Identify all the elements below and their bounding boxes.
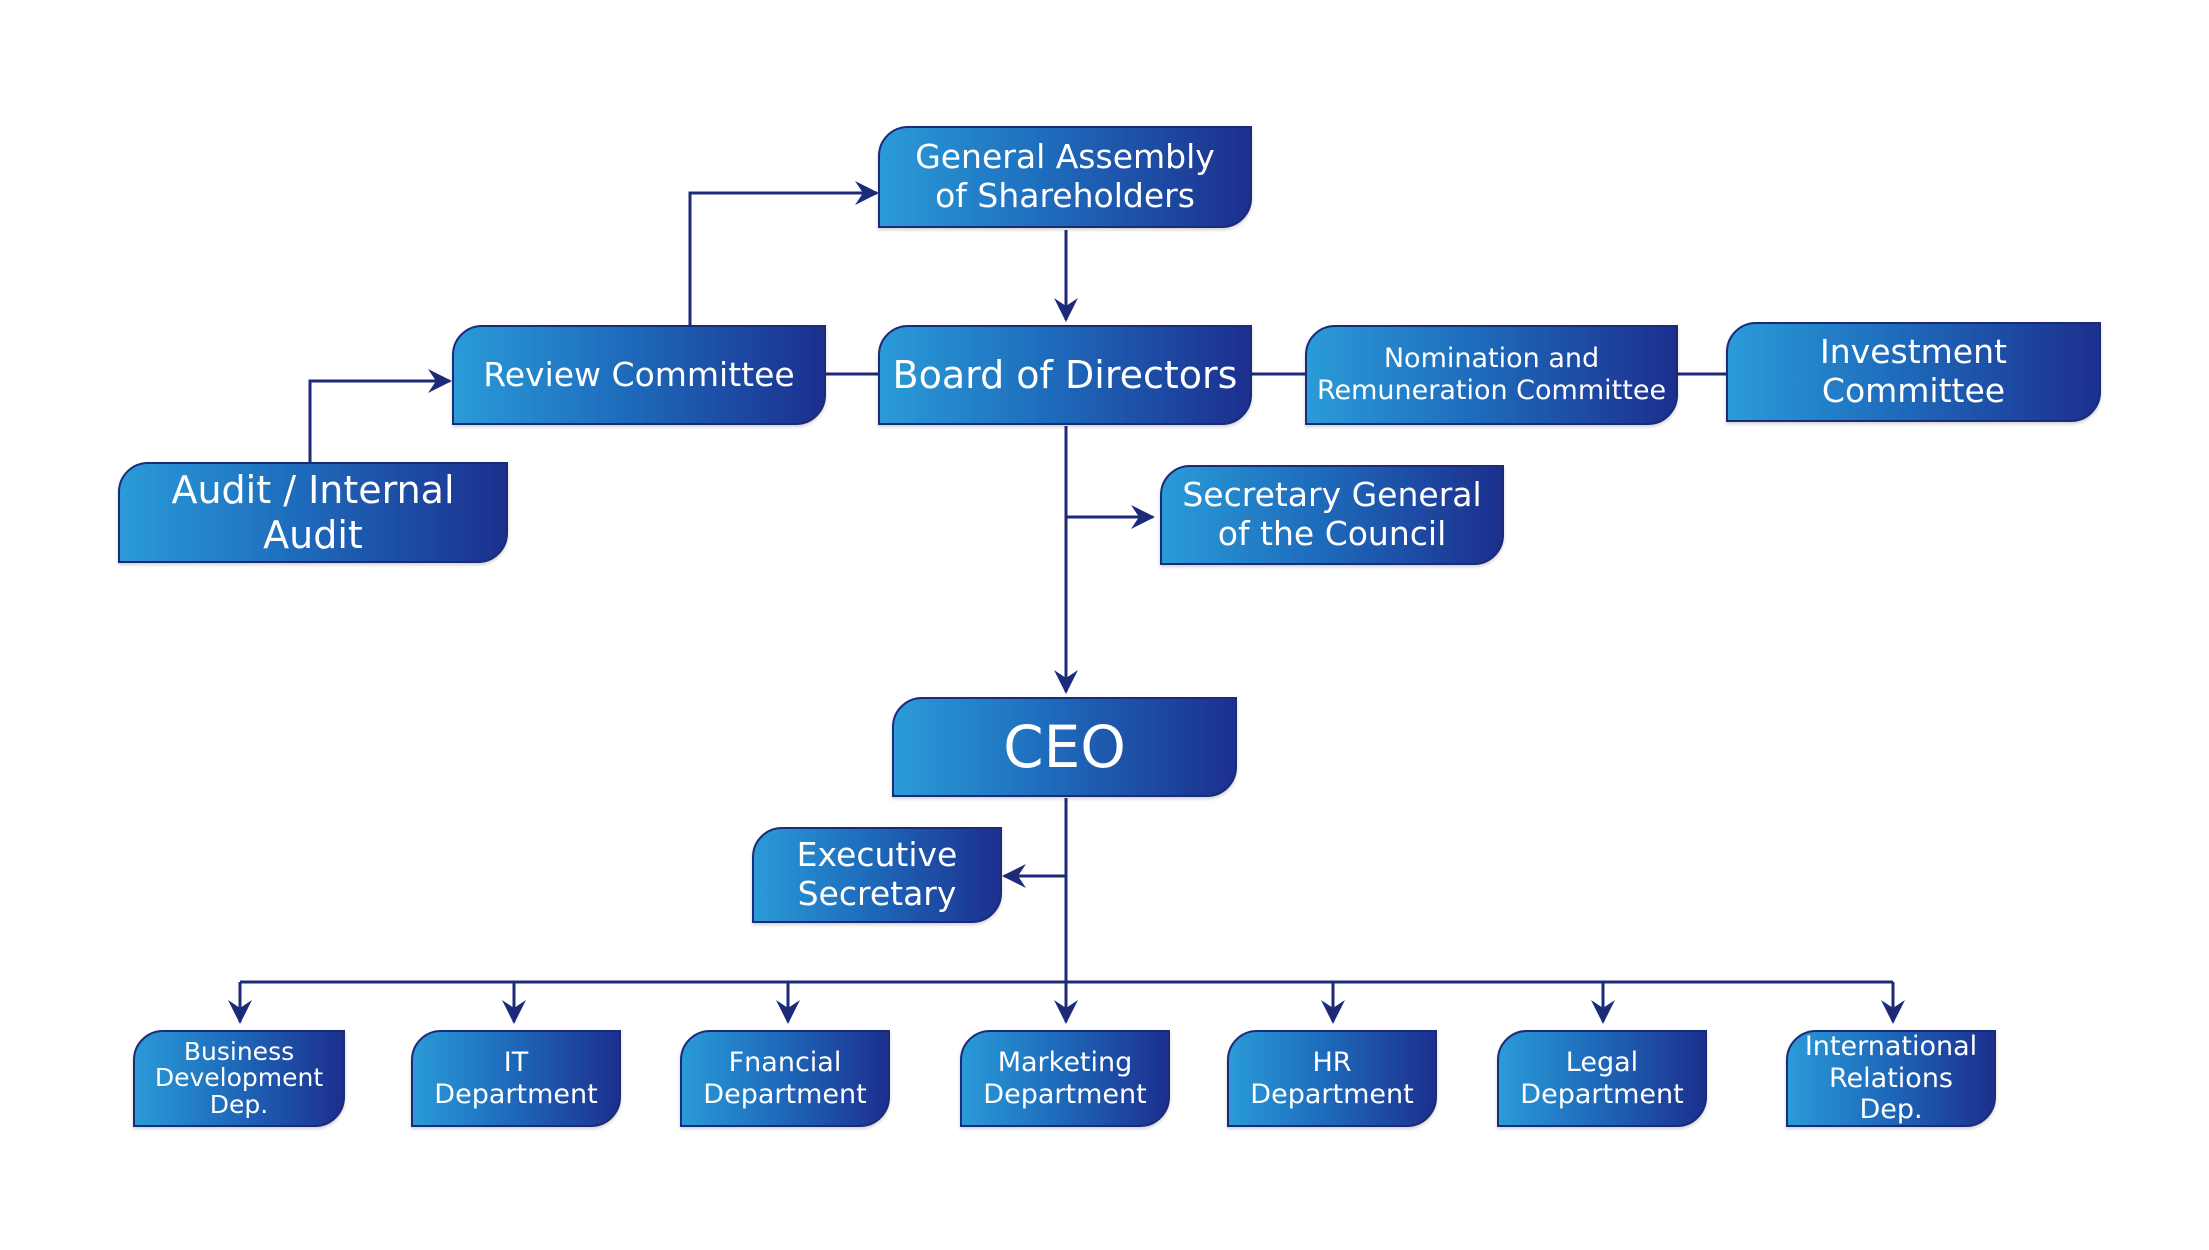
dept-business-development: Business Development Dep. [133,1030,345,1127]
nomination-committee-label: Nomination and Remuneration Committee [1316,343,1667,406]
dept-international-relations: International Relations Dep. [1786,1030,1996,1127]
dept-financial: Fnancial Department [680,1030,890,1127]
audit-label: Audit / Internal Audit [171,467,455,557]
dept-legal: Legal Department [1497,1030,1707,1127]
review-committee-box: Review Committee [452,325,826,425]
board-of-directors-label: Board of Directors [892,352,1238,397]
dept-label: IT Department [434,1046,598,1110]
nomination-committee-box: Nomination and Remuneration Committee [1305,325,1678,425]
arrow-review-to-assembly [688,181,879,325]
dept-marketing: Marketing Department [960,1030,1170,1127]
dept-label: International Relations Dep. [1804,1030,1978,1126]
arrow-audit-to-review [308,369,452,462]
dept-label: Fnancial Department [703,1046,867,1110]
investment-committee-label: Investment Committee [1820,332,2007,410]
general-assembly-label: General Assembly of Shareholders [915,137,1215,215]
review-committee-label: Review Committee [483,354,795,394]
dept-label: Marketing Department [983,1046,1147,1110]
dept-label: Legal Department [1520,1046,1684,1110]
audit-box: Audit / Internal Audit [118,462,508,563]
secretary-general-box: Secretary General of the Council [1160,465,1504,565]
dept-label: HR Department [1250,1046,1414,1110]
ceo-box: CEO [892,697,1237,797]
executive-secretary-label: Executive Secretary [796,835,958,913]
dept-it: IT Department [411,1030,621,1127]
secretary-general-label: Secretary General of the Council [1182,475,1482,553]
executive-secretary-box: Executive Secretary [752,827,1002,923]
board-of-directors-box: Board of Directors [878,325,1252,425]
dept-hr: HR Department [1227,1030,1437,1127]
ceo-label: CEO [1003,712,1126,781]
investment-committee-box: Investment Committee [1726,322,2101,422]
dept-label: Business Development Dep. [154,1037,324,1119]
general-assembly-box: General Assembly of Shareholders [878,126,1252,228]
